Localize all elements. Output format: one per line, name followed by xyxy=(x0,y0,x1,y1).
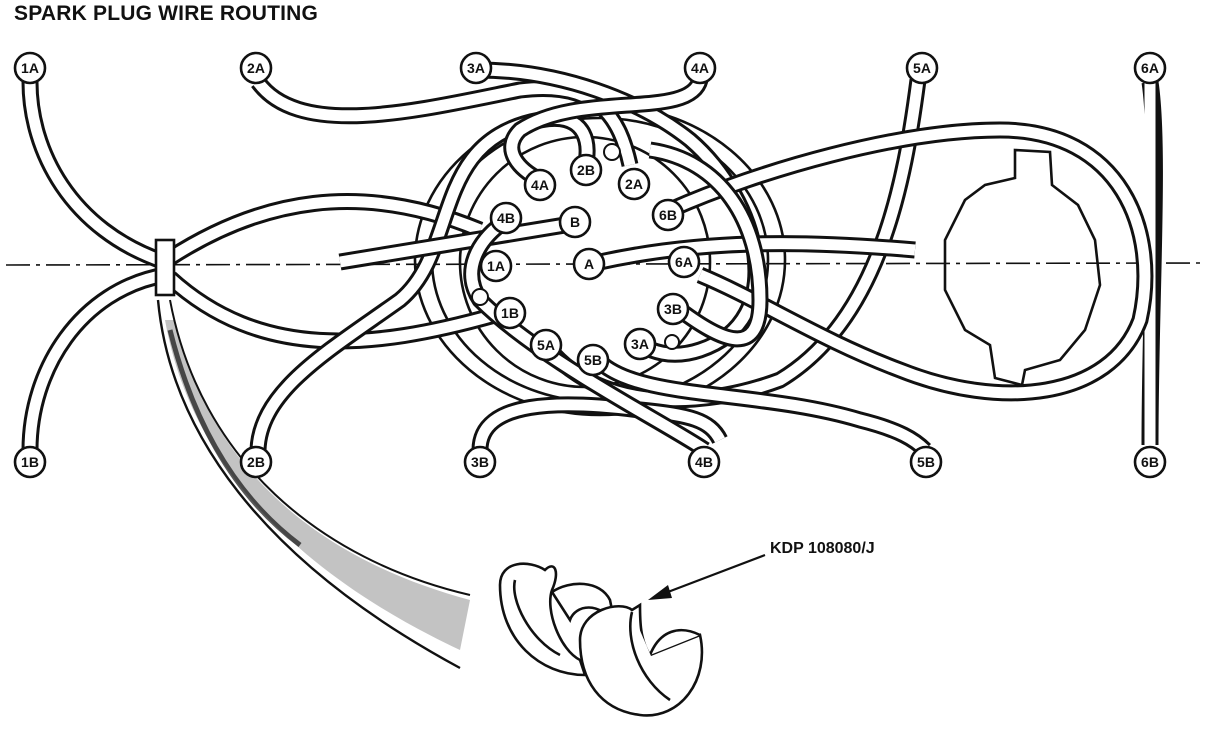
svg-text:4A: 4A xyxy=(691,60,709,76)
part-arrow xyxy=(648,553,766,600)
dist-label-b: B xyxy=(558,205,592,239)
clip-callout-shading xyxy=(156,299,471,670)
svg-text:3A: 3A xyxy=(467,60,485,76)
svg-text:2A: 2A xyxy=(625,176,643,192)
plug-label-4b: 4B xyxy=(687,445,721,479)
svg-text:3B: 3B xyxy=(471,454,489,470)
dist-label-4a: 4A xyxy=(523,168,557,202)
pulley-outline xyxy=(943,148,1102,387)
dist-label-6b: 6B xyxy=(651,198,685,232)
outer-labels-bottom: 1B 2B 3B 4B 5B 6B xyxy=(13,445,1167,479)
svg-text:6B: 6B xyxy=(659,207,677,223)
svg-text:2B: 2B xyxy=(577,162,595,178)
wire-clip xyxy=(154,238,176,297)
terminal-markers xyxy=(471,143,680,350)
dist-label-4b: 4B xyxy=(489,201,523,235)
dist-label-1a: 1A xyxy=(479,249,513,283)
svg-text:6A: 6A xyxy=(675,254,693,270)
dist-label-3a: 3A xyxy=(623,327,657,361)
svg-text:A: A xyxy=(584,256,594,272)
svg-text:1A: 1A xyxy=(487,258,505,274)
svg-text:4B: 4B xyxy=(497,210,515,226)
plug-label-2a: 2A xyxy=(239,51,273,85)
dist-label-5a: 5A xyxy=(529,328,563,362)
plug-label-6b: 6B xyxy=(1133,445,1167,479)
plug-label-5a: 5A xyxy=(905,51,939,85)
plug-label-5b: 5B xyxy=(909,445,943,479)
clip-part xyxy=(498,562,704,717)
plug-label-6a: 6A xyxy=(1133,51,1167,85)
svg-text:4A: 4A xyxy=(531,177,549,193)
part-label: KDP 108080/J xyxy=(770,540,875,557)
svg-text:1A: 1A xyxy=(21,60,39,76)
svg-text:5B: 5B xyxy=(917,454,935,470)
svg-text:2A: 2A xyxy=(247,60,265,76)
distributor-labels: 4A 2B 2A 4B B 6B 1A A 6A 1B 3B 5A 5B 3A xyxy=(479,153,701,377)
dist-label-a: A xyxy=(572,247,606,281)
svg-text:5B: 5B xyxy=(584,352,602,368)
outer-labels-top: 1A 2A 3A 4A 5A 6A xyxy=(13,51,1167,85)
dist-label-2a: 2A xyxy=(617,167,651,201)
svg-text:2B: 2B xyxy=(247,454,265,470)
svg-text:5A: 5A xyxy=(913,60,931,76)
svg-text:3A: 3A xyxy=(631,336,649,352)
plug-label-3b: 3B xyxy=(463,445,497,479)
wire-bundle xyxy=(21,61,1163,458)
dist-label-2b: 2B xyxy=(569,153,603,187)
plug-label-4a: 4A xyxy=(683,51,717,85)
svg-text:B: B xyxy=(570,214,580,230)
dist-label-6a: 6A xyxy=(667,245,701,279)
dist-label-5b: 5B xyxy=(576,343,610,377)
svg-text:3B: 3B xyxy=(664,301,682,317)
svg-text:4B: 4B xyxy=(695,454,713,470)
dist-label-1b: 1B xyxy=(493,296,527,330)
svg-text:6A: 6A xyxy=(1141,60,1159,76)
svg-text:1B: 1B xyxy=(21,454,39,470)
plug-label-1a: 1A xyxy=(13,51,47,85)
plug-label-3a: 3A xyxy=(459,51,493,85)
svg-text:1B: 1B xyxy=(501,305,519,321)
plug-label-2b: 2B xyxy=(239,445,273,479)
dist-label-3b: 3B xyxy=(656,292,690,326)
page-title: SPARK PLUG WIRE ROUTING xyxy=(14,2,319,25)
svg-text:6B: 6B xyxy=(1141,454,1159,470)
plug-label-1b: 1B xyxy=(13,445,47,479)
svg-text:5A: 5A xyxy=(537,337,555,353)
